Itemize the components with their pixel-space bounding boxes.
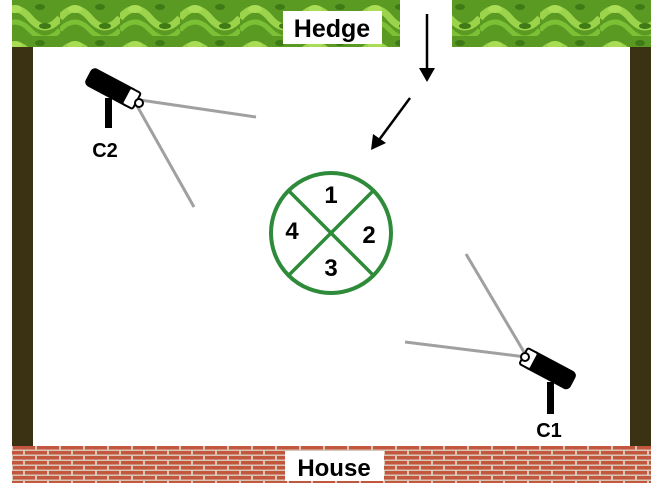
- c2-fov-line-down: [134, 103, 196, 208]
- zone-label-1: 1: [324, 182, 337, 209]
- house-label: House: [297, 455, 370, 482]
- zone-circle: [269, 171, 393, 295]
- zone-label-4: 4: [285, 218, 299, 245]
- c1-fov-line-left: [404, 340, 527, 359]
- zone-label-3: 3: [324, 255, 337, 282]
- right-fence-post: [630, 44, 651, 449]
- c1-fov-line-up: [464, 253, 526, 353]
- left-fence-post: [12, 44, 33, 449]
- arrow-diagonal: [371, 97, 412, 150]
- hedge-right: [452, 0, 651, 47]
- hedge-label-box: [283, 11, 382, 44]
- camera-c2: [85, 68, 144, 128]
- camera-c2-label: C2: [92, 140, 118, 162]
- arrow-down: [419, 14, 435, 82]
- house-label-box: [285, 451, 384, 481]
- c2-fov-line-right: [139, 98, 257, 119]
- camera-c1: [518, 347, 576, 414]
- hedge-label: Hedge: [294, 15, 371, 43]
- zone-label-2: 2: [362, 222, 375, 249]
- camera-c1-label: C1: [536, 420, 562, 442]
